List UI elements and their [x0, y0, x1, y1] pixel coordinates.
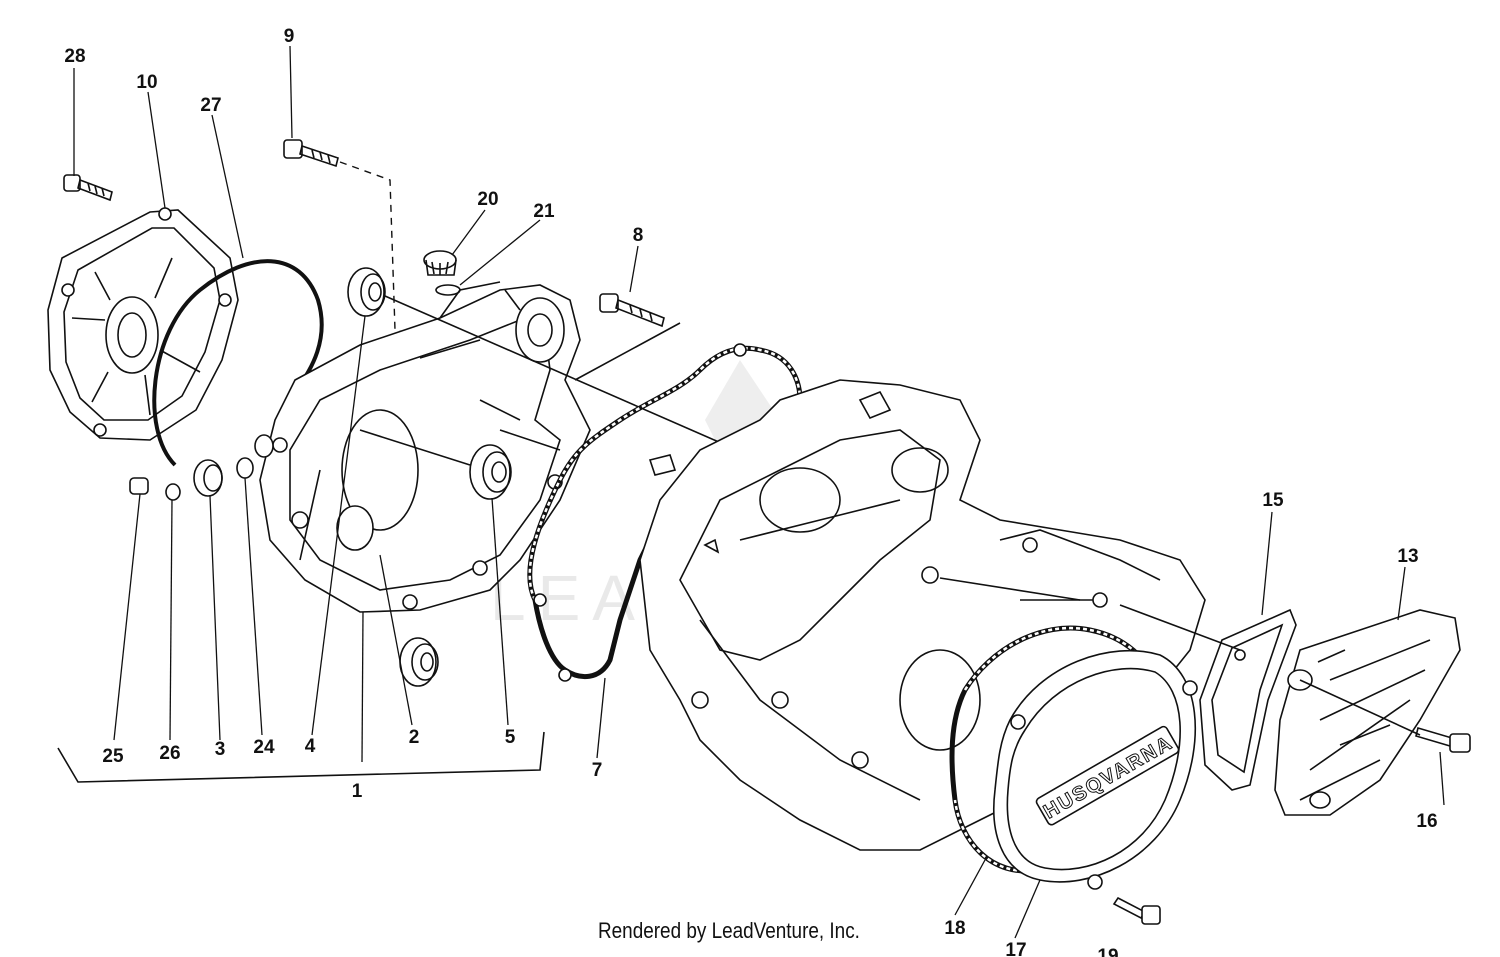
oring-21 — [435, 284, 461, 296]
label-16: 16 — [1416, 811, 1437, 832]
bolt-8 — [599, 293, 665, 328]
washer-26 — [165, 483, 181, 501]
leader-lines — [73, 45, 1445, 939]
label-20: 20 — [477, 189, 498, 210]
bearing-2 — [399, 637, 439, 687]
label-17: 17 — [1005, 940, 1026, 957]
label-26: 26 — [159, 743, 180, 764]
label-19: 19 — [1097, 946, 1118, 957]
label-24: 24 — [253, 737, 275, 758]
label-8: 8 — [633, 225, 644, 246]
label-27: 27 — [200, 95, 221, 116]
bolt-25 — [129, 477, 149, 495]
bushing-24 — [236, 434, 274, 479]
label-1: 1 — [352, 781, 363, 802]
label-25: 25 — [102, 746, 124, 767]
bearing-5 — [469, 444, 512, 500]
snap-ring-27 — [152, 259, 324, 467]
seal-3 — [193, 459, 223, 497]
label-13: 13 — [1397, 546, 1418, 567]
bolt-19 — [1112, 896, 1161, 925]
render-credit: Rendered by LeadVenture, Inc. — [598, 918, 860, 943]
label-18: 18 — [944, 918, 965, 939]
seal-4 — [347, 267, 386, 317]
label-21: 21 — [533, 201, 555, 222]
cover-13 — [1274, 609, 1461, 816]
gasket-7 — [527, 343, 803, 682]
label-2: 2 — [409, 727, 420, 748]
label-28: 28 — [64, 46, 85, 67]
label-15: 15 — [1262, 490, 1284, 511]
outer-cover-10 — [47, 207, 239, 441]
part-labels: 28 10 27 9 20 21 8 15 13 25 26 3 24 4 1 … — [64, 26, 1437, 957]
label-4: 4 — [305, 736, 316, 757]
bolt-16 — [1415, 726, 1471, 753]
assembly-bracket — [57, 731, 545, 783]
label-3: 3 — [215, 739, 226, 760]
bolt-9 — [283, 139, 339, 168]
label-9: 9 — [284, 26, 295, 47]
label-5: 5 — [505, 727, 516, 748]
label-7: 7 — [592, 760, 603, 781]
gasket-15 — [1199, 608, 1297, 791]
ignition-cover-17: HUSQVARNA — [993, 649, 1198, 890]
bolt-28 — [63, 174, 113, 202]
label-10: 10 — [136, 72, 157, 93]
plug-20 — [423, 250, 457, 276]
